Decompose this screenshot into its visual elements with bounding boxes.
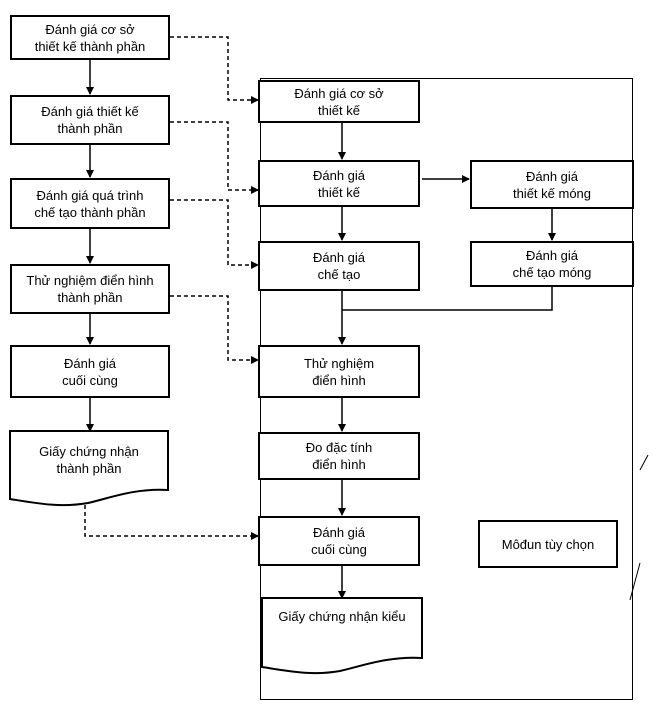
margin-mark-1 <box>639 454 649 471</box>
box-type-test[interactable]: Thử nghiệm điển hình <box>258 345 420 398</box>
box-type-characteristics-measurement[interactable]: Đo đặc tính điển hình <box>258 432 420 480</box>
box-component-final-assessment[interactable]: Đánh giá cuối cùng <box>10 345 170 398</box>
line-r2-merge <box>342 287 553 311</box>
document-shape-left <box>9 430 169 507</box>
box-design-basis-assessment[interactable]: Đánh giá cơ sở thiết kế <box>258 80 420 123</box>
box-component-design-basis-assessment[interactable]: Đánh giá cơ sở thiết kế thành phần <box>10 15 170 60</box>
box-foundation-design-assessment[interactable]: Đánh giá thiết kế móng <box>470 160 634 209</box>
dashed-l6-c6 <box>84 498 259 540</box>
box-component-manufacturing-assessment[interactable]: Đánh giá quá trình chế tạo thành phần <box>10 178 170 229</box>
box-design-assessment[interactable]: Đánh giá thiết kế <box>258 160 420 207</box>
dashed-l4-c4 <box>170 295 259 364</box>
box-component-design-assessment[interactable]: Đánh giá thiết kế thành phần <box>10 95 170 145</box>
dashed-l1-c1 <box>170 36 259 104</box>
box-final-assessment[interactable]: Đánh giá cuối cùng <box>258 516 420 566</box>
box-manufacturing-assessment[interactable]: Đánh giá chế tạo <box>258 241 420 291</box>
dashed-l2-c2 <box>170 121 259 194</box>
margin-mark-2 <box>629 562 641 601</box>
document-component-certificate[interactable]: Giấy chứng nhận thành phần <box>39 444 139 476</box>
dashed-l3-c3 <box>170 199 259 269</box>
document-type-certificate[interactable]: Giấy chứng nhận kiểu <box>278 609 406 624</box>
box-foundation-manufacturing-assessment[interactable]: Đánh giá chế tạo móng <box>470 241 634 287</box>
box-component-type-test[interactable]: Thử nghiệm điển hình thành phần <box>10 264 170 314</box>
document-shape-center <box>261 597 423 675</box>
box-optional-module[interactable]: Môđun tùy chọn <box>478 520 618 568</box>
